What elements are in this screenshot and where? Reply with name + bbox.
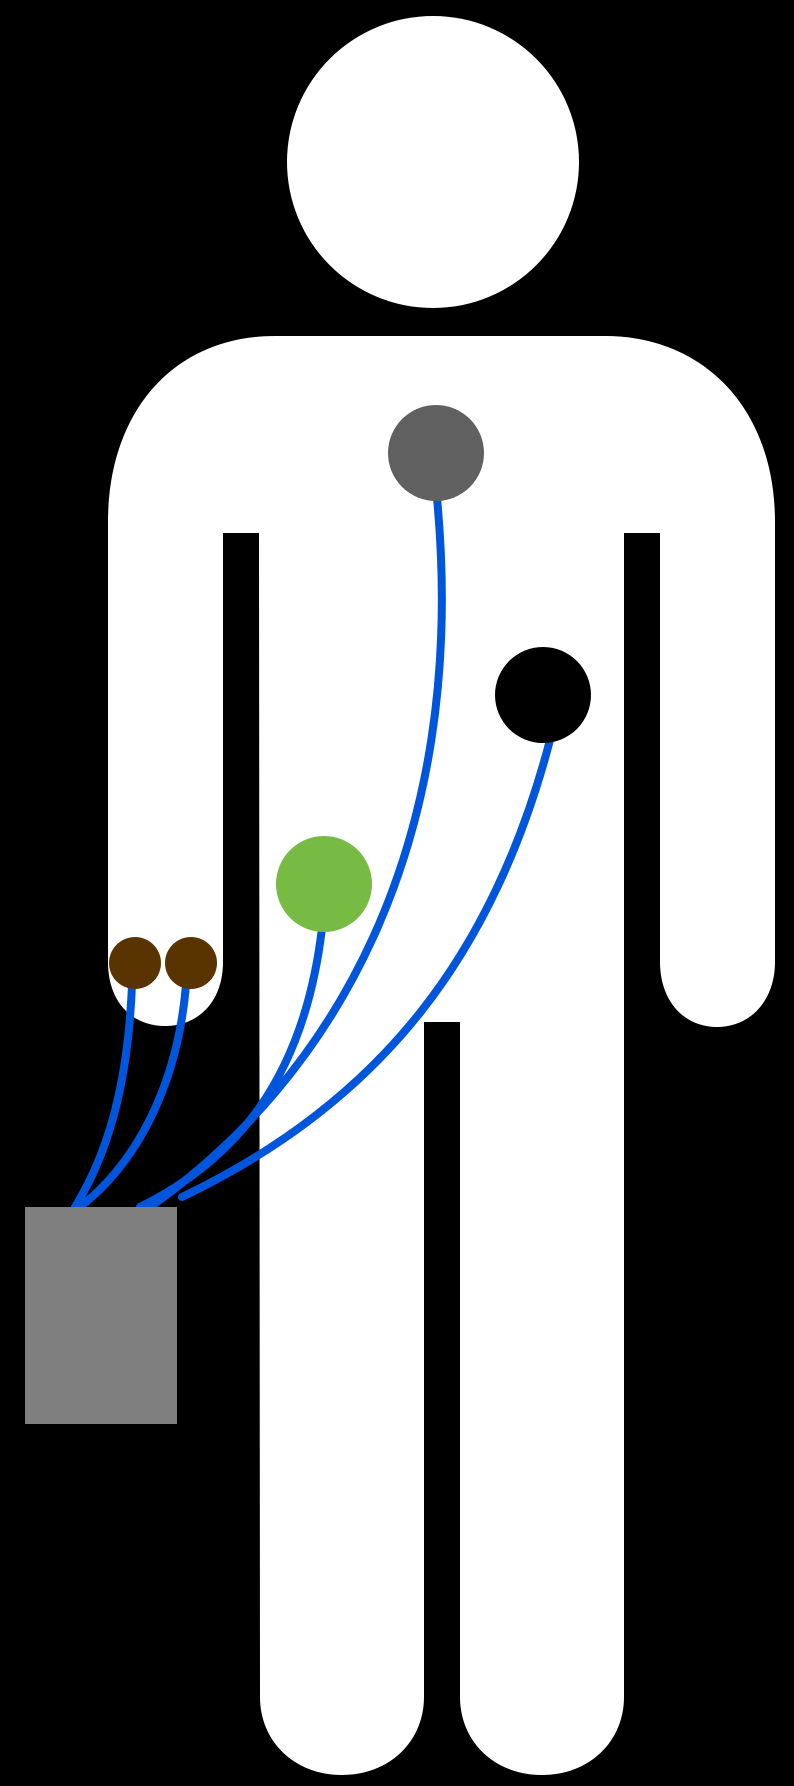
sensor-wires [71, 494, 554, 1211]
finger-sensor-icon [165, 937, 217, 989]
hip-sensor-icon [276, 836, 372, 932]
waist-sensor-icon [495, 647, 591, 743]
head [287, 16, 579, 308]
body-outline [108, 336, 775, 1775]
wire-waist [178, 736, 554, 1201]
human-figure-icon [108, 16, 775, 1775]
wire-hip [136, 924, 326, 1211]
recorder-box-icon [25, 1207, 177, 1424]
finger-sensor-icon [109, 937, 161, 989]
wire-finger-1 [71, 981, 136, 1211]
chest-sensor-icon [388, 405, 484, 501]
sensors [109, 405, 591, 989]
wire-finger-2 [76, 981, 190, 1211]
